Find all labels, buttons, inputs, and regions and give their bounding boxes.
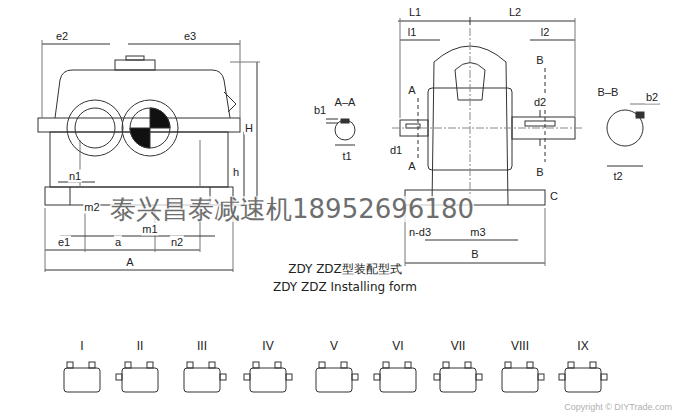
heading: ZDY ZDZ型装配型式	[288, 262, 402, 277]
dimension-label: e1	[57, 236, 71, 249]
install-form-number: II	[136, 340, 145, 353]
install-form-icons	[64, 362, 607, 392]
dimension-label: b1	[313, 104, 327, 117]
dimension-label: A–A	[334, 96, 357, 109]
dimension-label: e3	[183, 30, 197, 43]
dimension-label: L1	[408, 6, 422, 19]
front-view	[38, 40, 260, 272]
dimension-label: t1	[341, 150, 352, 163]
side-view	[392, 17, 582, 266]
dimension-label: B	[535, 166, 544, 179]
section-b	[607, 104, 660, 166]
watermark: 泰兴昌泰减速机18952696180	[110, 196, 474, 222]
install-form-number: IV	[261, 340, 274, 353]
dimension-label: A	[407, 160, 416, 173]
caption: ZDY ZDZ Installing form	[273, 280, 417, 295]
dimension-label: h	[232, 166, 240, 179]
install-form-number: VI	[391, 340, 404, 353]
dimension-label: B	[470, 248, 479, 261]
dimension-label: l1	[407, 26, 418, 39]
dimension-label: d2	[533, 96, 547, 109]
install-form-number: I	[79, 340, 84, 353]
dimension-label: C	[549, 190, 559, 203]
dimension-label: n2	[170, 236, 184, 249]
dimension-label: e2	[55, 30, 69, 43]
dimension-label: d1	[389, 144, 403, 157]
dimension-label: a	[114, 236, 122, 249]
dimension-label: B–B	[597, 86, 620, 99]
install-form-number: VIII	[510, 340, 530, 353]
dimension-label: l2	[540, 26, 551, 39]
install-form-number: VII	[450, 340, 467, 353]
install-form-number: V	[329, 340, 339, 353]
dimension-label: A	[407, 84, 416, 97]
dimension-label: H	[244, 122, 254, 135]
copyright-watermark: Copyright © DIYTrade.com	[564, 402, 672, 412]
dimension-label: b2	[645, 91, 659, 104]
install-form-number: IX	[576, 340, 589, 353]
install-form-number: III	[196, 340, 208, 353]
dimension-label: t2	[612, 170, 623, 183]
section-a	[326, 119, 355, 145]
dimension-label: n1	[68, 170, 82, 183]
dimension-label: m2	[83, 201, 100, 214]
dimension-label: B	[535, 54, 544, 67]
dimension-label: L2	[508, 6, 522, 19]
dimension-label: m1	[141, 223, 158, 236]
dimension-label: n-d3	[408, 226, 432, 239]
dimension-label: A	[125, 256, 134, 269]
dimension-label: m3	[469, 226, 486, 239]
